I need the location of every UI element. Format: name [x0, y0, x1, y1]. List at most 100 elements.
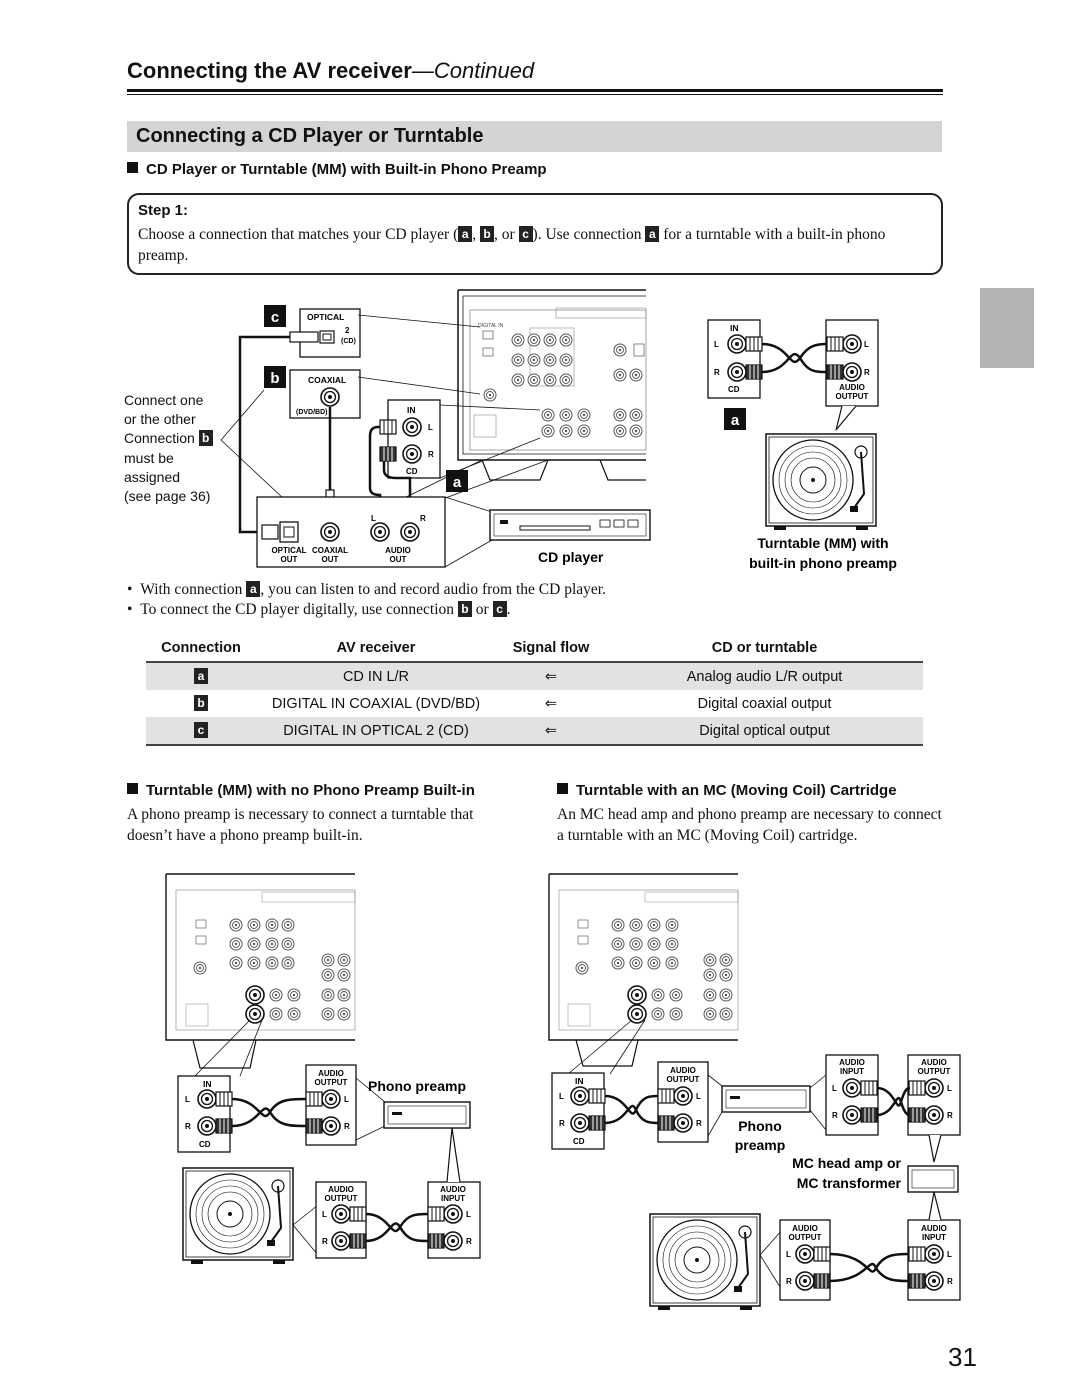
rr-pin-audio: AUDIO: [839, 1058, 865, 1067]
cd-label: CD: [406, 467, 418, 476]
ll-pin-l: L: [466, 1210, 471, 1219]
letter-a-marker-text: a: [453, 474, 462, 491]
analog-cable-l: [368, 425, 396, 500]
rr-in-label: IN: [575, 1076, 584, 1086]
letter-badge-b: b: [198, 430, 213, 447]
tt-audio-label: AUDIO: [839, 383, 865, 392]
tt-in-r: R: [714, 368, 720, 377]
receiver-panel-right: [548, 873, 739, 1075]
bullet-item: • With connection a, you can listen to a…: [127, 581, 606, 598]
table-cell: ⇐: [496, 717, 606, 746]
ll-in-label: IN: [203, 1079, 212, 1089]
header-continued: —Continued: [411, 58, 535, 83]
table-row: c DIGITAL IN OPTICAL 2 (CD) ⇐ Digital op…: [146, 717, 923, 746]
bullet-item: • To connect the CD player digitally, us…: [127, 601, 511, 618]
letter-badge-b: b: [480, 226, 494, 242]
receiver-rear-panel: DIGITAL IN: [399, 289, 647, 501]
connect-note: Connect one or the other Connection b mu…: [124, 391, 213, 506]
col-header-flow: Signal flow: [496, 638, 606, 663]
ll-pre-audio: AUDIO: [318, 1069, 344, 1078]
optical-cd-label: (CD): [341, 338, 356, 345]
table-cell: b: [146, 690, 256, 717]
table-cell: ⇐: [496, 662, 606, 690]
table-cell: ⇐: [544, 695, 558, 712]
step-text-part: ,: [472, 226, 480, 243]
letter-badge-c: c: [194, 722, 208, 738]
in-label: IN: [407, 405, 416, 415]
ll-in-l: L: [185, 1095, 190, 1104]
square-bullet-icon: [127, 162, 138, 173]
l-label: L: [428, 423, 433, 432]
ll-pre-r: R: [344, 1122, 350, 1131]
right-column-heading: Turntable with an MC (Moving Coil) Cartr…: [557, 782, 897, 799]
letter-badge-b: b: [457, 601, 472, 617]
connect-note-line: Connection b: [124, 429, 213, 448]
rr-pin-r: R: [832, 1111, 838, 1120]
table-cell: DIGITAL IN OPTICAL 2 (CD): [256, 717, 496, 746]
out-r-label: R: [420, 514, 426, 523]
rr-pre-l: L: [696, 1092, 701, 1101]
out-l-label: L: [371, 514, 376, 523]
turntable-label-1: Turntable (MM) with: [757, 535, 888, 551]
bullet-text: or: [471, 601, 493, 618]
rr-tt-l: L: [786, 1250, 791, 1259]
rr-tt-output: OUTPUT: [789, 1233, 822, 1242]
rr-mcin-input: INPUT: [922, 1233, 946, 1242]
bullet-text: To connect the CD player digitally, use …: [140, 601, 458, 618]
rr-mcout-r: R: [947, 1111, 953, 1120]
rr-pin-input: INPUT: [840, 1067, 864, 1076]
coaxial-out-label-2: OUT: [322, 555, 339, 564]
phono-preamp-connection: IN L R CD AUDIO OUTPUT L R AUDIO OUTPUT …: [177, 1064, 481, 1265]
letter-badge-b: b: [194, 695, 208, 711]
cd-player-outputs: L R OPTICAL OUT COAXIAL OUT AUDIO OUT: [256, 496, 493, 568]
optical-input-callout: OPTICAL 2 (CD): [289, 308, 481, 358]
square-bullet-icon: [557, 783, 568, 794]
cd-player-unit: [489, 509, 651, 541]
table-row: b DIGITAL IN COAXIAL (DVD/BD) ⇐ Digital …: [146, 690, 923, 717]
rr-tt-audio: AUDIO: [792, 1224, 818, 1233]
turntable-label-2: built-in phono preamp: [749, 555, 897, 571]
connect-note-line: Connect one: [124, 392, 204, 408]
letter-a-marker: [446, 470, 468, 492]
table-row: a CD IN L/R ⇐ Analog audio L/R output: [146, 662, 923, 690]
optical-cable: [238, 335, 290, 534]
left-column-body: A phono preamp is necessary to connect a…: [127, 806, 474, 844]
rr-mcout-l: L: [947, 1084, 952, 1093]
coaxial-out-label: COAXIAL: [312, 546, 348, 555]
tt-in-label: IN: [730, 323, 739, 333]
bullet-text: With connection: [140, 581, 247, 598]
optical-number: 2: [345, 326, 350, 335]
page-number: 31: [948, 1342, 977, 1372]
page-header-title: Connecting the AV receiver—Continued: [127, 58, 534, 84]
ll-pin-input: INPUT: [441, 1194, 465, 1203]
letter-badge-c: c: [492, 601, 507, 617]
step-label: Step 1:: [138, 202, 189, 219]
step-text-part: ). Use connection: [532, 226, 646, 243]
tt-cd-label: CD: [728, 385, 740, 394]
subsection-title: CD Player or Turntable (MM) with Built-i…: [146, 161, 547, 178]
letter-a-marker-right-text: a: [731, 412, 740, 429]
ll-tt-audio: AUDIO: [328, 1185, 354, 1194]
table-header-row: Connection AV receiver Signal flow CD or…: [146, 638, 923, 663]
col-header-receiver: AV receiver: [256, 638, 496, 663]
letter-c-marker: [264, 305, 286, 327]
rr-mcout-audio: AUDIO: [921, 1058, 947, 1067]
mc-phono-label: Phono: [738, 1118, 782, 1134]
step-text: Choose a connection that matches your CD…: [138, 224, 933, 266]
letter-badge-a: a: [645, 226, 660, 242]
header-rule-thin: [127, 94, 943, 95]
rr-pre-r: R: [696, 1119, 702, 1128]
step-text-part: for a turntable with a built-in phono pr…: [138, 226, 886, 264]
step-text-part: Choose a connection that matches your CD…: [138, 226, 459, 243]
tt-out-l: L: [864, 340, 869, 349]
r-label: R: [428, 450, 434, 459]
rr-in-r: R: [559, 1119, 565, 1128]
connect-note-line: assigned: [124, 468, 181, 485]
dvdbd-label: (DVD/BD): [296, 409, 328, 416]
turntable-builtin-connection: IN L R CD L R AUDIO OUTPUT: [707, 319, 879, 531]
mc-headamp-label-1: MC head amp or: [792, 1155, 901, 1171]
receiver-panel-left: [165, 873, 356, 1077]
rr-mcin-audio: AUDIO: [921, 1224, 947, 1233]
rr-mcin-l: L: [947, 1250, 952, 1259]
table-cell: a: [146, 662, 256, 690]
